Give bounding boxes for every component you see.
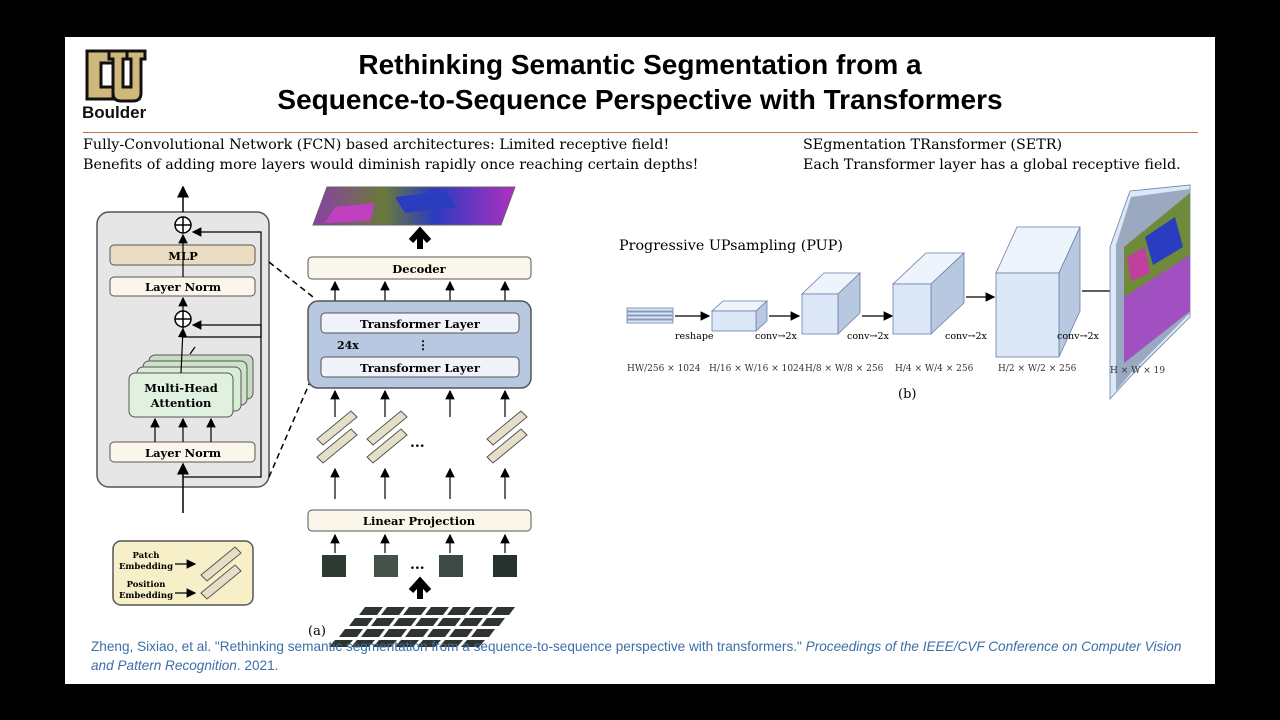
- embedding-legend: Patch Embedding Position Embedding: [112, 540, 254, 606]
- reshape-label: reshape: [675, 331, 714, 342]
- layer-norm-bottom-label: Layer Norm: [145, 446, 221, 460]
- title-line-2: Sequence-to-Sequence Perspective with Tr…: [277, 84, 1003, 115]
- cu-logo-icon: [85, 49, 147, 103]
- figure-a-setr-architecture: MLP Layer Norm Multi-Head Attention Laye…: [96, 185, 532, 647]
- slide-title: Rethinking Semantic Segmentation from a …: [185, 47, 1095, 117]
- transformer-layer-top-box: [320, 312, 520, 334]
- input-patch-grid: [329, 607, 515, 647]
- dim-label-4: H/2 × W/2 × 256: [998, 364, 1077, 374]
- layer-norm-top-label: Layer Norm: [145, 280, 221, 294]
- legend-patch-line-1: Patch: [133, 551, 160, 561]
- dim-label-1: H/16 × W/16 × 1024: [709, 364, 805, 374]
- legend-patch-line-2: Embedding: [119, 562, 173, 572]
- feature-cube-4: [995, 226, 1081, 358]
- svg-text:⋮: ⋮: [417, 338, 429, 352]
- decoder-label: Decoder: [392, 262, 446, 276]
- transformer-layer-top-label: Transformer Layer: [360, 317, 481, 331]
- mha-label-line-2: Attention: [150, 396, 212, 410]
- embedding-pairs: [316, 410, 528, 464]
- conv-label-1: conv→2x: [755, 331, 798, 342]
- transformer-layer-bottom-label: Transformer Layer: [360, 361, 481, 375]
- feature-cube-3: [891, 252, 966, 335]
- encoder-layer-detail: MLP Layer Norm Multi-Head Attention Laye…: [96, 185, 270, 513]
- repeat-label: 24x: [337, 339, 359, 352]
- figure-b-progressive-upsampling: Progressive UPsampling (PUP) reshape con…: [619, 184, 1191, 402]
- logo-text: Boulder: [82, 103, 147, 122]
- dim-label-2: H/8 × W/8 × 256: [805, 364, 884, 374]
- legend-position-line-1: Position: [127, 580, 166, 590]
- transformer-layer-bottom-box: [320, 356, 520, 378]
- linear-projection-label: Linear Projection: [363, 514, 476, 528]
- citation-venue: Proceedings of the IEEE/CVF Conference o…: [91, 639, 1182, 673]
- conv-label-3: conv→2x: [945, 331, 988, 342]
- ellipsis-patches: ...: [410, 557, 425, 573]
- figure-b-caption: (b): [898, 387, 916, 402]
- feature-cube-1: [710, 300, 769, 332]
- feature-cube-2: [801, 272, 861, 335]
- decoder-box: [307, 256, 532, 280]
- setr-text-line-1: SEgmentation TRansformer (SETR): [803, 137, 1063, 153]
- fcn-text-line-2: Benefits of adding more layers would dim…: [83, 157, 699, 173]
- setr-text-line-2: Each Transformer layer has a global rece…: [803, 157, 1181, 173]
- legend-position-line-2: Embedding: [119, 591, 173, 601]
- title-divider: [83, 132, 1198, 133]
- image-patches: [322, 555, 517, 577]
- fcn-text-line-1: Fully-Convolutional Network (FCN) based …: [83, 137, 670, 153]
- title-line-1: Rethinking Semantic Segmentation from a: [358, 49, 922, 80]
- dim-label-3: H/4 × W/4 × 256: [895, 364, 974, 374]
- citation-authors-title: Zheng, Sixiao, et al. "Rethinking semant…: [91, 639, 806, 654]
- slide: Boulder Rethinking Semantic Segmentation…: [65, 37, 1215, 684]
- citation-year: . 2021.: [236, 658, 279, 673]
- mha-label-line-1: Multi-Head: [144, 381, 218, 395]
- citation: Zheng, Sixiao, et al. "Rethinking semant…: [91, 637, 1201, 675]
- multi-head-attention-box: [128, 372, 234, 418]
- linear-projection-box: [307, 509, 532, 532]
- dim-label-5: H × W × 19: [1110, 366, 1165, 376]
- segmentation-output-stack: [1109, 184, 1191, 401]
- figure-a-caption: (a): [308, 624, 326, 639]
- sequence-tokens: [626, 307, 674, 324]
- dim-label-0: HW/256 × 1024: [627, 364, 701, 374]
- ellipsis-embeddings: ...: [410, 435, 425, 451]
- pup-heading: Progressive UPsampling (PUP): [619, 238, 843, 254]
- conv-label-4: conv→2x: [1057, 331, 1100, 342]
- conv-label-2: conv→2x: [847, 331, 890, 342]
